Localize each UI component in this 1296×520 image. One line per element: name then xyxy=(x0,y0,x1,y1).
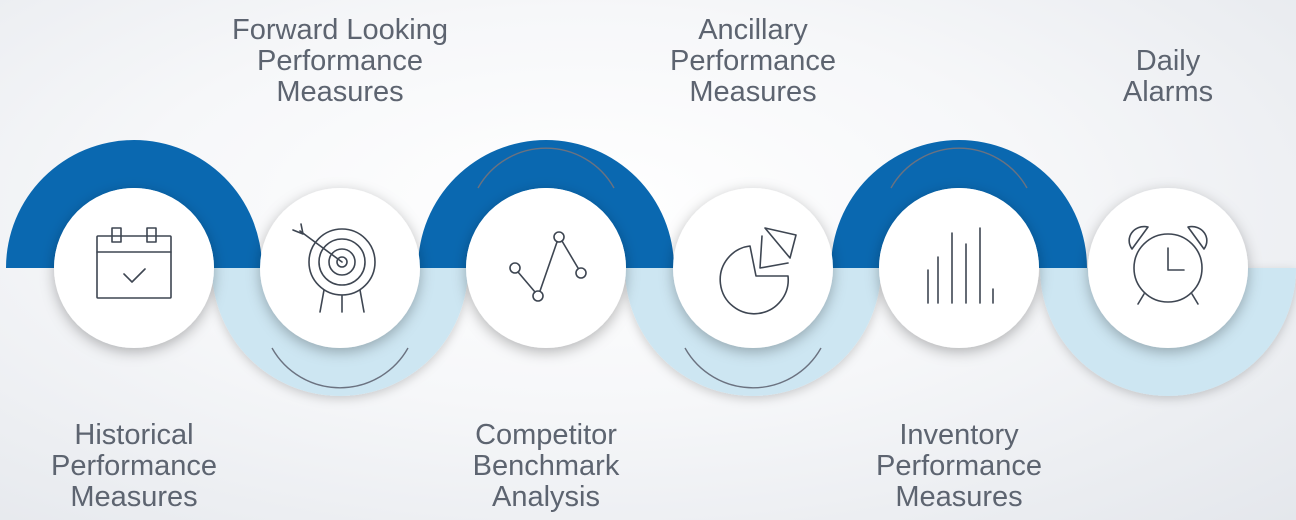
light-band-group xyxy=(212,268,1296,396)
thin-arc-top xyxy=(890,147,1028,189)
thin-arc-top xyxy=(477,147,615,189)
thin-arc-bottom xyxy=(684,347,822,389)
step-circle-3 xyxy=(466,188,626,348)
step-circle-4 xyxy=(673,188,833,348)
step-circle-2 xyxy=(260,188,420,348)
step-circle-1 xyxy=(54,188,214,348)
calendar-check-icon xyxy=(96,227,172,299)
target-arrow-icon xyxy=(292,223,376,313)
dark-band-group xyxy=(6,140,1087,268)
thin-arcs xyxy=(271,147,1028,389)
light-band-segment xyxy=(625,268,881,396)
dark-band-segment xyxy=(831,140,1087,268)
thin-arc-bottom xyxy=(271,347,409,389)
bar-chart-icon xyxy=(927,227,994,304)
step-circle-5 xyxy=(879,188,1039,348)
pie-chart-icon xyxy=(719,227,797,315)
dark-band-segment xyxy=(418,140,674,268)
line-graph-icon xyxy=(509,231,587,302)
alarm-clock-icon xyxy=(1128,225,1208,305)
light-band-segment xyxy=(1040,268,1296,396)
light-band-segment xyxy=(212,268,468,396)
dark-band-segment xyxy=(6,140,262,268)
